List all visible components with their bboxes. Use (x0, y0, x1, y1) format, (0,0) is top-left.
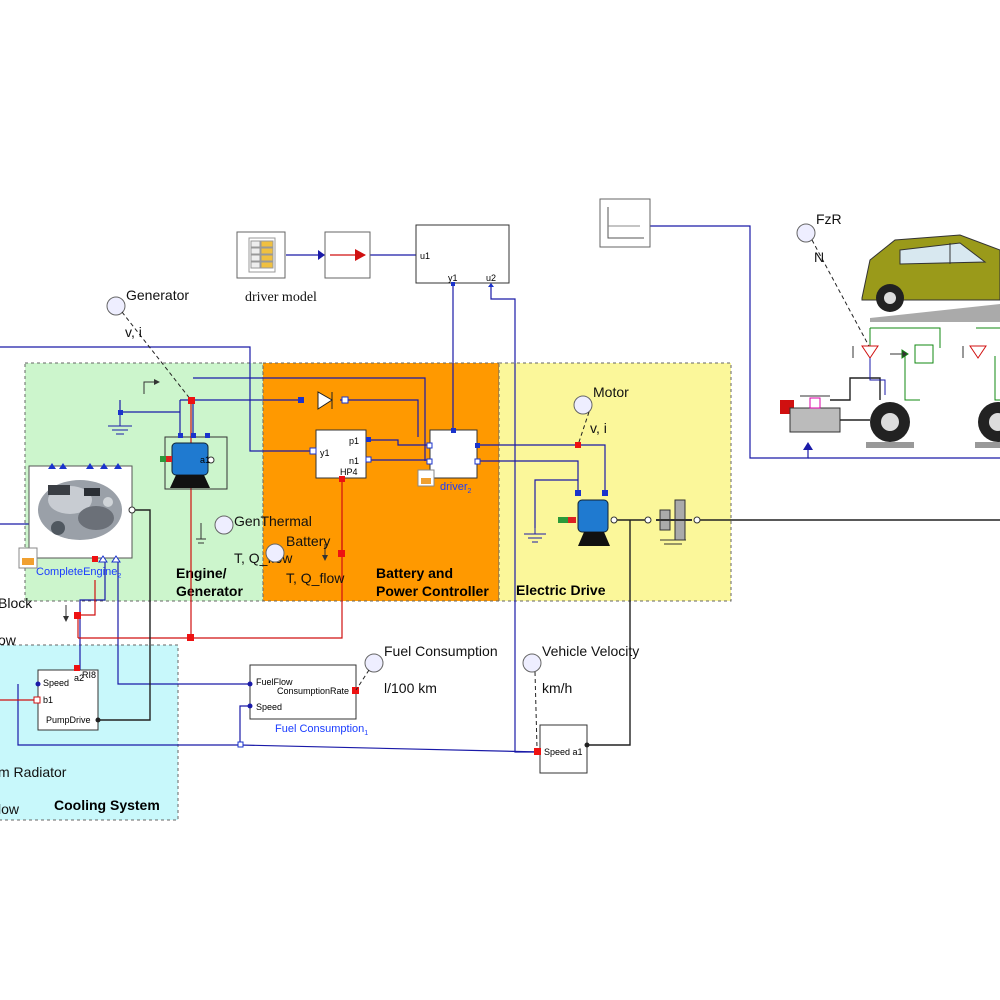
front-axle[interactable] (852, 327, 1000, 401)
driver-tool-icon (417, 469, 435, 487)
hp4-label: HP4 (340, 467, 358, 477)
gen-a1-label: a1 (200, 455, 210, 465)
motor-sensor[interactable] (573, 395, 593, 448)
fuel-sensor[interactable] (355, 653, 384, 691)
diode[interactable] (298, 391, 349, 410)
fuel-name-label: Fuel Consumption1 (275, 723, 368, 737)
fuel-speed-label: Speed (256, 702, 282, 712)
mechanical-wires (100, 377, 1000, 746)
fuel-flow-label: FuelFlow (256, 677, 293, 687)
velocity-sensor[interactable] (522, 653, 542, 749)
ground-icon-motor (524, 528, 546, 543)
motor-vi-label: v, i (590, 420, 607, 436)
junction-port (187, 634, 194, 641)
driver-name-label: driver2 (440, 481, 472, 495)
generator-sensor[interactable] (106, 296, 192, 401)
port-y1-label: y1 (448, 273, 458, 283)
blue-signal-wires (0, 225, 1000, 753)
flow-cut-label-2: low (0, 801, 20, 817)
fzr-sensor[interactable] (796, 223, 871, 349)
engine-region-title-1: Engine/ (176, 565, 227, 581)
hp-p1-label: p1 (349, 436, 359, 446)
battery-block[interactable] (309, 429, 372, 482)
time-table-block[interactable] (599, 198, 651, 248)
step-icon (143, 381, 156, 394)
pump-b1-label: b1 (43, 695, 53, 705)
electric-motor[interactable] (558, 490, 618, 546)
pump-block[interactable] (33, 665, 101, 731)
front-wheel[interactable] (866, 358, 914, 448)
pump-rs-label: RI8 (82, 670, 96, 680)
block-cut-label: Block (0, 595, 33, 611)
battery-label: Battery (286, 533, 330, 549)
cooling-region-title: Cooling System (54, 797, 160, 813)
car-image[interactable] (861, 234, 1000, 322)
gain-block[interactable] (324, 231, 371, 279)
generator-machine[interactable] (160, 433, 228, 490)
speed-sensor-block[interactable] (534, 724, 590, 774)
step-arrow-icon (154, 379, 160, 385)
block-cut-connector (63, 605, 69, 622)
battery-region-title-2: Power Controller (376, 583, 489, 599)
generator-label: Generator (126, 287, 189, 303)
battery-thermal-sensor[interactable] (265, 543, 345, 563)
electric-drive-region[interactable]: Electric Drive (498, 362, 732, 602)
engine-name-label: CompleteEngine2 (36, 566, 121, 580)
junction-port (237, 741, 244, 748)
engine-region-title-2: Generator (176, 583, 243, 599)
engine-tool-icon (18, 547, 38, 569)
port-u2-label: u2 (486, 273, 496, 283)
radiator-cut-label: m Radiator (0, 764, 67, 780)
gen-heat-port[interactable] (188, 397, 195, 404)
motor-label: Motor (593, 384, 629, 400)
fzr-unit-label: N (814, 249, 824, 265)
flow-cut-label-1: ow (0, 632, 17, 648)
generator-vi-label: v, i (125, 324, 142, 340)
fzr-label: FzR (816, 211, 842, 227)
power-driver-block[interactable] (426, 428, 481, 479)
red-thermal-wires (0, 400, 343, 701)
driver-model-label: driver model (245, 290, 317, 305)
velocity-unit-label: km/h (542, 680, 572, 696)
arrow-icon (318, 250, 325, 260)
fuel-consumption-label: Fuel Consumption (384, 643, 498, 659)
battery-region-title-1: Battery and (376, 565, 453, 581)
battery-controller-region[interactable]: Battery and Power Controller (262, 362, 500, 602)
battery-q-label: T, Q_flow (286, 570, 345, 586)
driver-model-table[interactable] (236, 231, 286, 279)
gearbox[interactable] (644, 499, 701, 545)
vehicle-velocity-label: Vehicle Velocity (542, 643, 639, 659)
pump-speed-label: Speed (43, 678, 69, 688)
hp-y1-label: y1 (320, 448, 330, 458)
port-u1-label: u1 (420, 251, 430, 261)
speed-a1-label: Speed a1 (544, 747, 583, 757)
rear-wheel[interactable] (975, 402, 1000, 448)
pump-drive-label: PumpDrive (46, 715, 91, 725)
hp-n1-label: n1 (349, 456, 359, 466)
junction-port (74, 612, 81, 619)
gen-thermal-sensor[interactable] (196, 515, 234, 544)
brake-component[interactable] (780, 395, 870, 450)
drive-region-title: Electric Drive (516, 582, 606, 598)
fuel-unit-label: l/100 km (384, 680, 437, 696)
controller-top-block[interactable]: u1 y1 u2 (415, 224, 510, 287)
fuel-consumption-block[interactable] (247, 664, 360, 720)
pump-a2-label: a2 (74, 673, 84, 683)
fuel-rate-label: ConsumptionRate (277, 686, 349, 696)
gen-thermal-label: GenThermal (234, 513, 312, 529)
engine-block[interactable] (28, 463, 136, 563)
